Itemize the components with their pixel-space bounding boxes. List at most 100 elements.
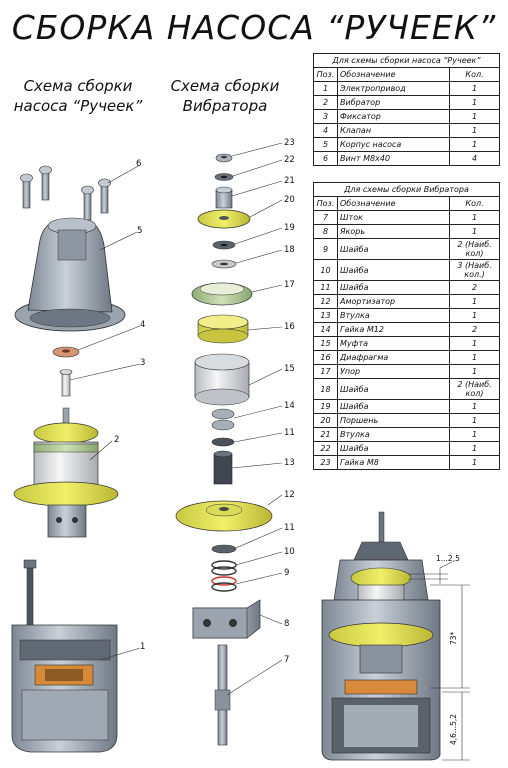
column-header: Кол. <box>448 196 501 211</box>
position-cell: 19 <box>313 399 338 414</box>
designation-cell: Шайба <box>337 280 450 295</box>
position-cell: 18 <box>313 378 338 400</box>
callout-17: 17 <box>284 280 295 290</box>
position-cell: 14 <box>313 322 338 337</box>
position-cell: 9 <box>313 238 338 260</box>
quantity-cell: 1 <box>448 109 501 124</box>
column-header: Поз. <box>313 196 338 211</box>
callout-7: 7 <box>284 655 289 665</box>
quantity-cell: 2 (Наиб. кол) <box>448 238 501 260</box>
quantity-cell: 1 <box>448 95 501 110</box>
designation-cell: Муфта <box>337 336 450 351</box>
washers-10 <box>211 560 237 576</box>
valve <box>52 346 80 358</box>
stop-17 <box>191 282 253 306</box>
coupling-15 <box>194 353 250 406</box>
callout-18: 18 <box>284 245 295 255</box>
washers-9 <box>211 576 237 592</box>
callout-13: 13 <box>284 458 295 468</box>
vibrator-parts <box>175 153 273 746</box>
callout-14: 14 <box>284 401 295 411</box>
washer-11-upper <box>211 437 235 447</box>
quantity-cell: 1 <box>448 455 501 470</box>
quantity-cell: 1 <box>448 336 501 351</box>
position-cell: 15 <box>313 336 338 351</box>
quantity-cell: 2 <box>448 322 501 337</box>
piston-20 <box>197 209 251 229</box>
designation-cell: Фиксатор <box>337 109 450 124</box>
bolt <box>98 178 111 214</box>
pump-body <box>14 217 126 332</box>
callout-16: 16 <box>284 322 295 332</box>
table-heading: Для схемы сборки Вибратора <box>312 182 501 197</box>
position-cell: 13 <box>313 308 338 323</box>
quantity-cell: 1 <box>448 308 501 323</box>
designation-cell: Вибратор <box>337 95 450 110</box>
quantity-cell: 1 <box>448 224 501 239</box>
sleeve-13 <box>213 450 233 485</box>
callout-22: 22 <box>284 155 295 165</box>
nut-m12 <box>211 408 235 431</box>
position-cell: 23 <box>313 455 338 470</box>
left-caption-line-2: насоса “Ручеек” <box>13 97 143 115</box>
rod-7 <box>214 644 231 746</box>
quantity-cell: 3 (Наиб. кол.) <box>448 259 501 281</box>
quantity-cell: 2 <box>448 280 501 295</box>
designation-cell: Шайба <box>337 378 450 400</box>
callout-11-lower: 11 <box>284 523 295 533</box>
designation-cell: Гайка M12 <box>337 322 450 337</box>
quantity-cell: 2 (Наиб. кол) <box>448 378 501 400</box>
armature-8 <box>192 599 261 639</box>
position-cell: 17 <box>313 364 338 379</box>
position-cell: 20 <box>313 413 338 428</box>
cutaway-pump <box>321 511 441 761</box>
washer-22 <box>214 173 234 181</box>
position-cell: 3 <box>313 109 338 124</box>
damper-12 <box>175 500 273 532</box>
position-cell: 11 <box>313 280 338 295</box>
electric-drive <box>11 559 118 753</box>
middle-caption-line-2: Вибратора <box>182 97 268 115</box>
callout-3: 3 <box>140 358 145 368</box>
designation-cell: Амортизатор <box>337 294 450 309</box>
quantity-cell: 1 <box>448 350 501 365</box>
table-header-row: Поз. Обозначение Кол. <box>313 196 501 211</box>
designation-cell: Упор <box>337 364 450 379</box>
callout-4: 4 <box>140 320 145 330</box>
washer-19 <box>212 240 236 250</box>
callout-6: 6 <box>136 159 141 169</box>
quantity-cell: 1 <box>448 364 501 379</box>
callout-5: 5 <box>137 226 142 236</box>
callout-15: 15 <box>284 364 295 374</box>
quantity-cell: 1 <box>448 123 501 138</box>
designation-cell: Винт M8x40 <box>337 151 450 166</box>
table-heading: Для схемы сборки насоса “Ручеек” <box>312 53 501 68</box>
fixator <box>59 369 73 397</box>
callout-23: 23 <box>284 138 295 148</box>
bolt <box>81 185 94 221</box>
quantity-cell: 1 <box>448 441 501 456</box>
sleeve-21 <box>215 186 233 209</box>
